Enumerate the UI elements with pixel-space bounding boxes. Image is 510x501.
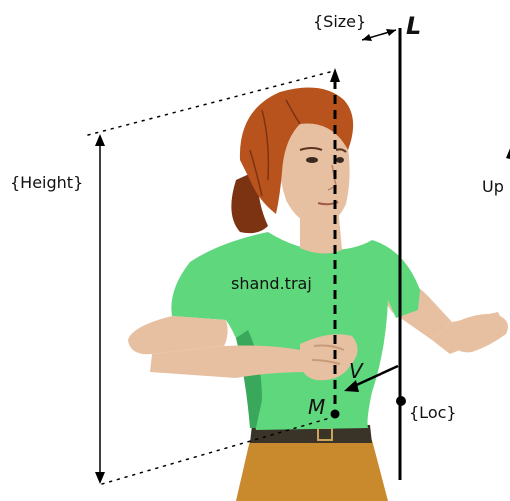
top-guide-dotted xyxy=(87,71,331,136)
shirt xyxy=(171,232,420,430)
right-hand xyxy=(452,314,508,353)
right-hand-finger xyxy=(470,312,502,326)
height-label: {Height} xyxy=(10,173,83,192)
bottom-guide-dotted xyxy=(101,417,331,485)
loc-label: {Loc} xyxy=(409,403,457,422)
size-label: {Size} xyxy=(313,12,366,31)
left-forearm xyxy=(150,345,306,378)
eye xyxy=(336,157,344,163)
up-label: Up xyxy=(482,177,504,196)
left-arm xyxy=(128,316,228,355)
eyebrow xyxy=(299,147,347,153)
height-arrowhead-bottom xyxy=(95,472,105,484)
point-m-label: M xyxy=(308,395,325,419)
point-m xyxy=(330,409,340,419)
pants xyxy=(236,440,388,501)
face xyxy=(278,118,350,226)
character-figure xyxy=(128,87,508,501)
line-l-label: L xyxy=(406,12,421,40)
loc-point xyxy=(396,396,406,406)
hair-strands xyxy=(249,99,301,197)
size-arrowhead-left xyxy=(362,34,372,41)
trajectory-top-arrow xyxy=(330,68,340,82)
velocity-label: V xyxy=(349,359,364,383)
left-hand-shade xyxy=(311,344,345,365)
eye xyxy=(306,157,318,163)
hair xyxy=(239,87,354,214)
hair-back xyxy=(231,170,268,234)
up-arrowhead xyxy=(506,148,510,159)
trajectory-label: shand.traj xyxy=(231,274,312,293)
velocity-arrowhead xyxy=(344,380,359,392)
height-arrowhead-top xyxy=(95,134,105,146)
annotations: L {Size} M shand.traj V {Loc} {Height} U… xyxy=(10,12,510,485)
size-arrowhead xyxy=(386,29,396,36)
velocity-vector xyxy=(349,364,399,390)
